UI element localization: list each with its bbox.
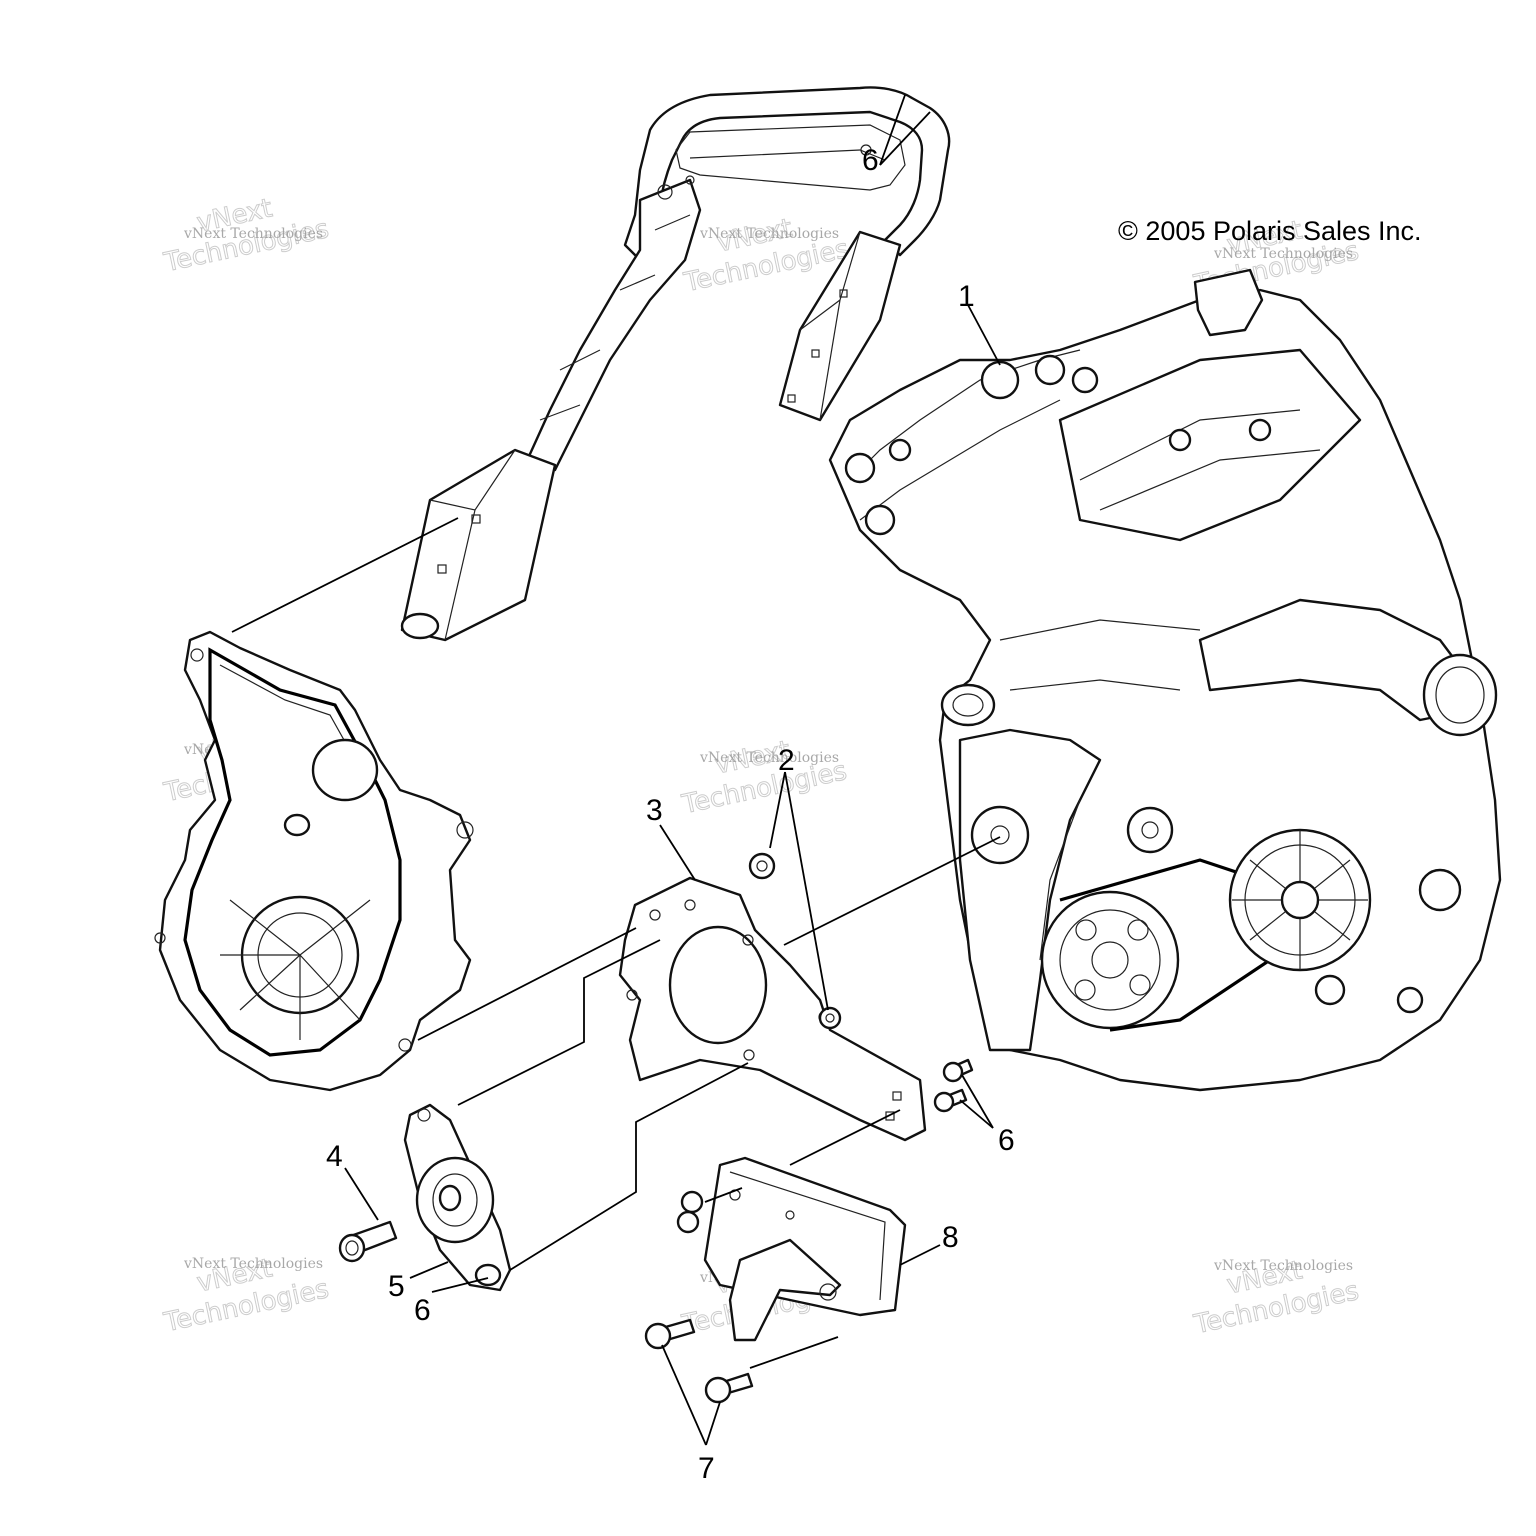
assembly-lines	[231, 517, 1001, 1369]
nut	[818, 1006, 842, 1030]
flange-bolt	[338, 1220, 398, 1263]
engine	[828, 268, 1502, 1092]
watermark-text: vNext Technologies	[699, 226, 839, 242]
gear-cover	[154, 630, 474, 1092]
callout-labels: 1 2 3 4 5 6 6 6 7 8	[326, 144, 1015, 1485]
callout-3: 3	[646, 794, 663, 827]
watermark-text: vNext Technologies	[183, 226, 323, 242]
callout-8: 8	[942, 1221, 959, 1254]
callout-6-bolts: 6	[998, 1124, 1015, 1157]
callout-4: 4	[326, 1140, 343, 1173]
mount-plate	[703, 1156, 907, 1342]
nut	[676, 1190, 704, 1234]
callout-5: 5	[388, 1270, 405, 1303]
callout-6-frame: 6	[862, 144, 879, 177]
bolt	[933, 1058, 974, 1113]
bolt	[644, 1318, 754, 1404]
watermark-text: vNext Technologies	[183, 1256, 323, 1272]
callout-leaders	[344, 94, 1001, 1446]
nut	[748, 852, 776, 880]
callout-2: 2	[778, 744, 795, 777]
watermark-text: vNext Technologies	[1213, 246, 1353, 262]
mount-bracket	[403, 1103, 512, 1292]
watermark-text: vNext Technologies	[1213, 1258, 1353, 1274]
watermark-text: vNext Technologies	[699, 750, 839, 766]
watermark-top-center: vNext Technologies	[680, 213, 852, 299]
engine-plate	[618, 876, 927, 1142]
callout-6-bracket: 6	[414, 1294, 431, 1327]
callout-7: 7	[698, 1452, 715, 1485]
copyright-notice: © 2005 Polaris Sales Inc.	[1118, 216, 1422, 246]
watermark-mid-center: vNext Technologies	[678, 735, 850, 821]
callout-1: 1	[958, 280, 975, 313]
mount-frame	[400, 86, 951, 642]
